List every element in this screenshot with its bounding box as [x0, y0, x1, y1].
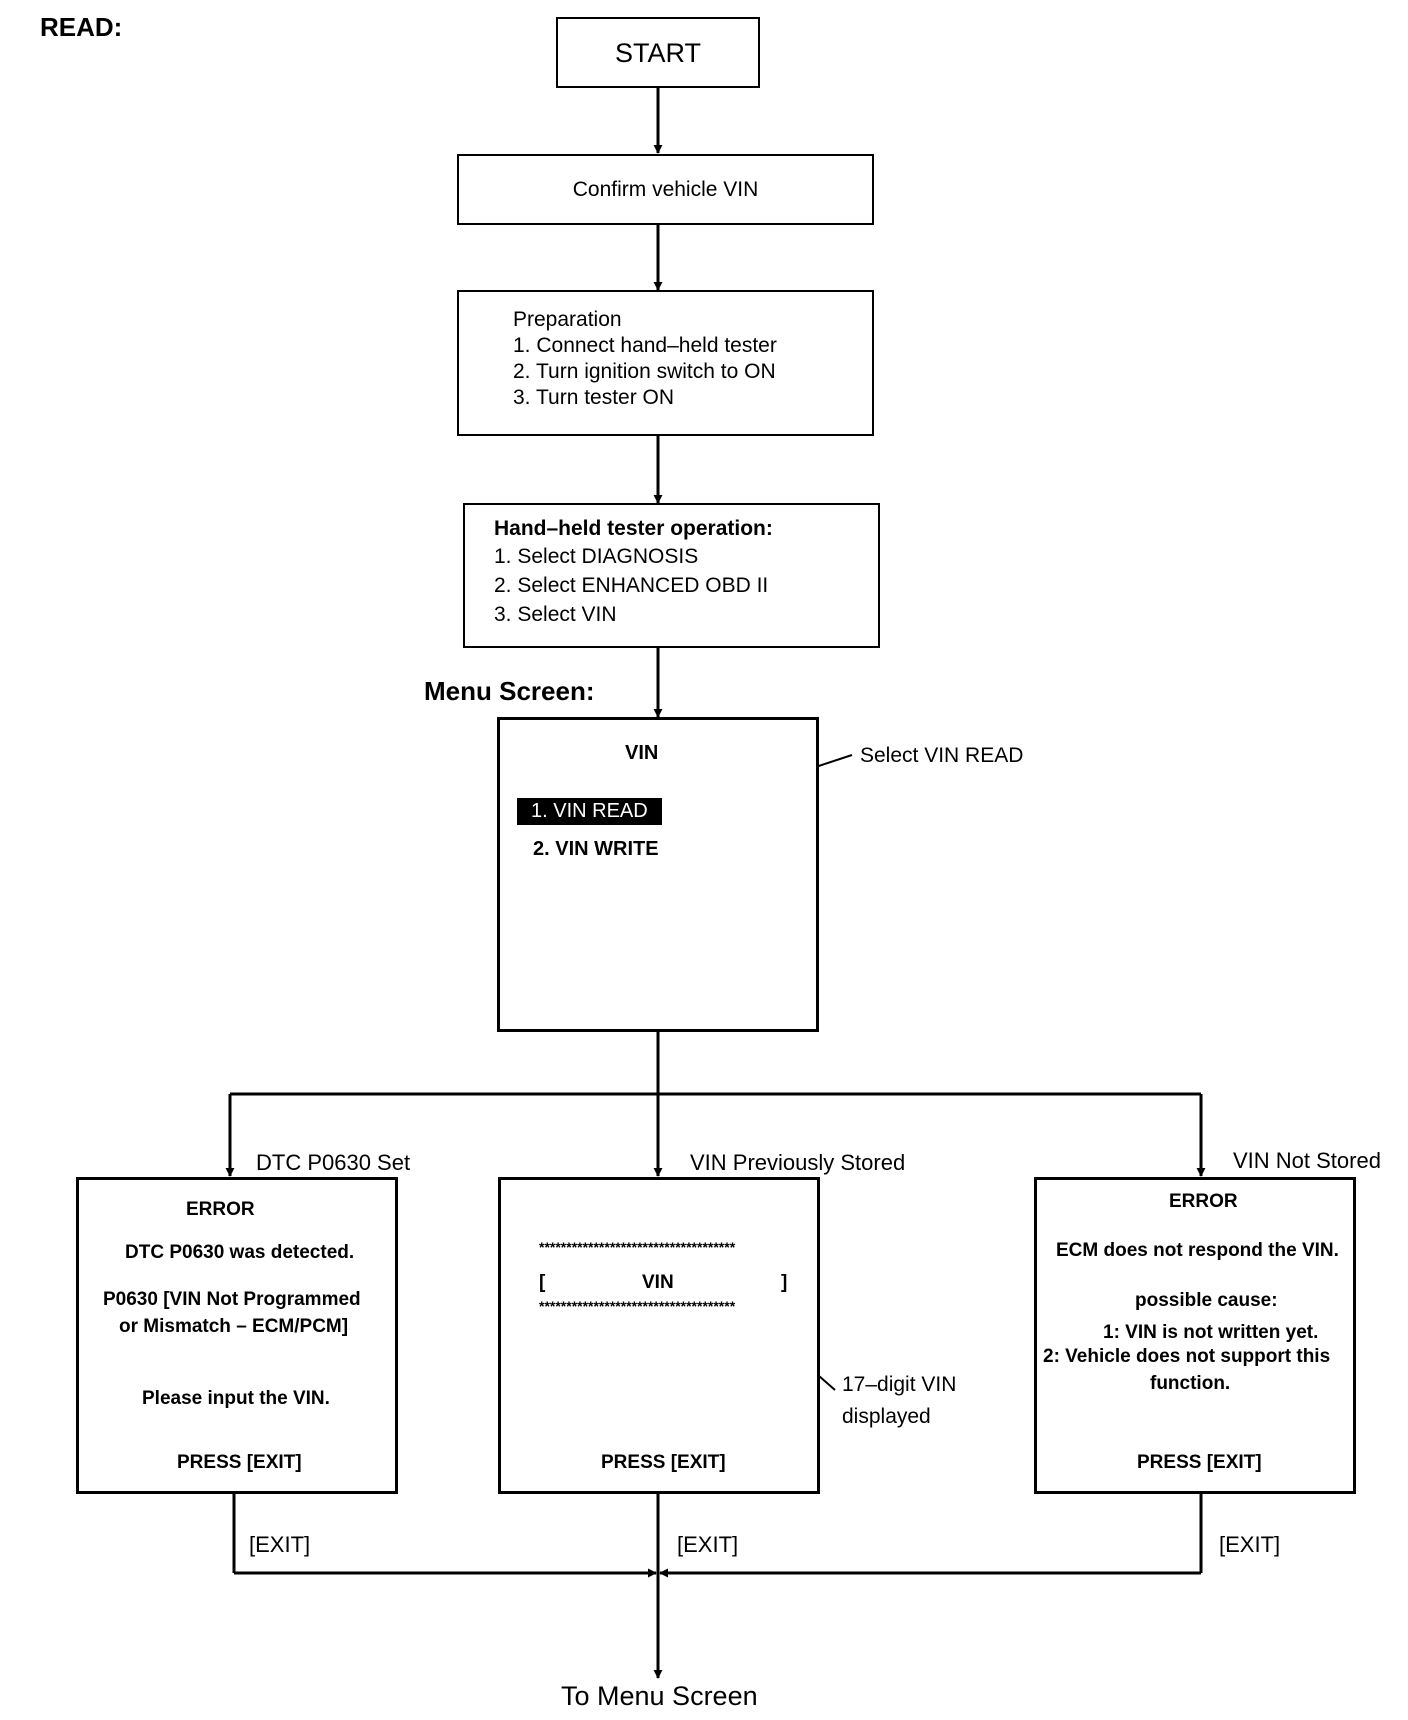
menu-item-vin-write[interactable]: 2. VIN WRITE	[533, 838, 659, 860]
exit-label-left: [EXIT]	[249, 1532, 311, 1557]
callout-17-digit-line-2: displayed	[842, 1405, 931, 1428]
to-menu-screen-label: To Menu Screen	[561, 1681, 758, 1711]
exit-label-right: [EXIT]	[1219, 1532, 1281, 1557]
menu-screen-caption: Menu Screen:	[424, 676, 595, 706]
dtc-error-title: ERROR	[186, 1199, 255, 1220]
dtc-error-line-4: Please input the VIN.	[142, 1388, 330, 1409]
callout-select-vin-read-label: Select VIN READ	[860, 744, 1024, 767]
callout-17-digit-line-1: 17–digit VIN	[842, 1373, 957, 1396]
branch-label-vin-stored: VIN Previously Stored	[690, 1150, 906, 1175]
diagram-title: READ:	[40, 12, 123, 42]
vin-bracket-open: [	[539, 1272, 546, 1293]
not-stored-press-exit[interactable]: PRESS [EXIT]	[1137, 1452, 1262, 1473]
branch-label-dtc-set: DTC P0630 Set	[256, 1150, 411, 1175]
branch-label-vin-not-stored: VIN Not Stored	[1233, 1148, 1381, 1173]
vin-bracket-close: ]	[781, 1272, 788, 1293]
tester-step-3: 3. Select VIN	[494, 603, 617, 626]
not-stored-title: ERROR	[1169, 1191, 1238, 1212]
not-stored-line-3: 1: VIN is not written yet.	[1103, 1322, 1319, 1343]
exit-label-mid: [EXIT]	[677, 1532, 739, 1557]
vin-stars-bottom: ************************************	[539, 1298, 736, 1314]
dtc-error-screen: ERROR DTC P0630 was detected. P0630 [VIN…	[76, 1177, 398, 1494]
menu-item-vin-read[interactable]: 1. VIN READ	[517, 798, 662, 825]
tester-operation-heading: Hand–held tester operation:	[494, 517, 773, 540]
start-box: START	[556, 17, 760, 88]
tester-operation-box: Hand–held tester operation: 1. Select DI…	[463, 503, 880, 648]
not-stored-line-4: 2: Vehicle does not support this	[1043, 1346, 1331, 1367]
vin-value: VIN	[642, 1272, 674, 1293]
tester-step-2: 2. Select ENHANCED OBD II	[494, 574, 769, 597]
preparation-box: Preparation 1. Connect hand–held tester …	[457, 290, 874, 436]
dtc-error-line-1: DTC P0630 was detected.	[125, 1242, 355, 1263]
not-stored-line-2: possible cause:	[1135, 1290, 1278, 1311]
preparation-heading: Preparation	[513, 308, 622, 331]
vin-not-stored-screen: ERROR ECM does not respond the VIN. poss…	[1034, 1177, 1356, 1494]
not-stored-line-1: ECM does not respond the VIN.	[1056, 1240, 1339, 1261]
dtc-error-press-exit[interactable]: PRESS [EXIT]	[177, 1452, 302, 1473]
start-label: START	[614, 38, 701, 68]
preparation-step-2: 2. Turn ignition switch to ON	[513, 360, 776, 383]
confirm-vin-label: Confirm vehicle VIN	[572, 178, 759, 201]
vin-stored-screen: ************************************ [ V…	[498, 1177, 820, 1494]
vin-stored-press-exit[interactable]: PRESS [EXIT]	[601, 1452, 726, 1473]
preparation-step-1: 1. Connect hand–held tester	[513, 334, 777, 357]
vin-stars-top: ************************************	[539, 1239, 736, 1255]
menu-screen-title: VIN	[625, 742, 659, 764]
preparation-step-3: 3. Turn tester ON	[513, 386, 675, 409]
menu-screen: VIN 1. VIN READ 2. VIN WRITE	[497, 717, 819, 1032]
not-stored-line-5: function.	[1150, 1373, 1231, 1394]
dtc-error-line-2: P0630 [VIN Not Programmed	[103, 1289, 361, 1310]
dtc-error-line-3: or Mismatch – ECM/PCM]	[119, 1316, 349, 1337]
confirm-vin-box: Confirm vehicle VIN	[457, 154, 874, 225]
tester-step-1: 1. Select DIAGNOSIS	[494, 545, 699, 568]
